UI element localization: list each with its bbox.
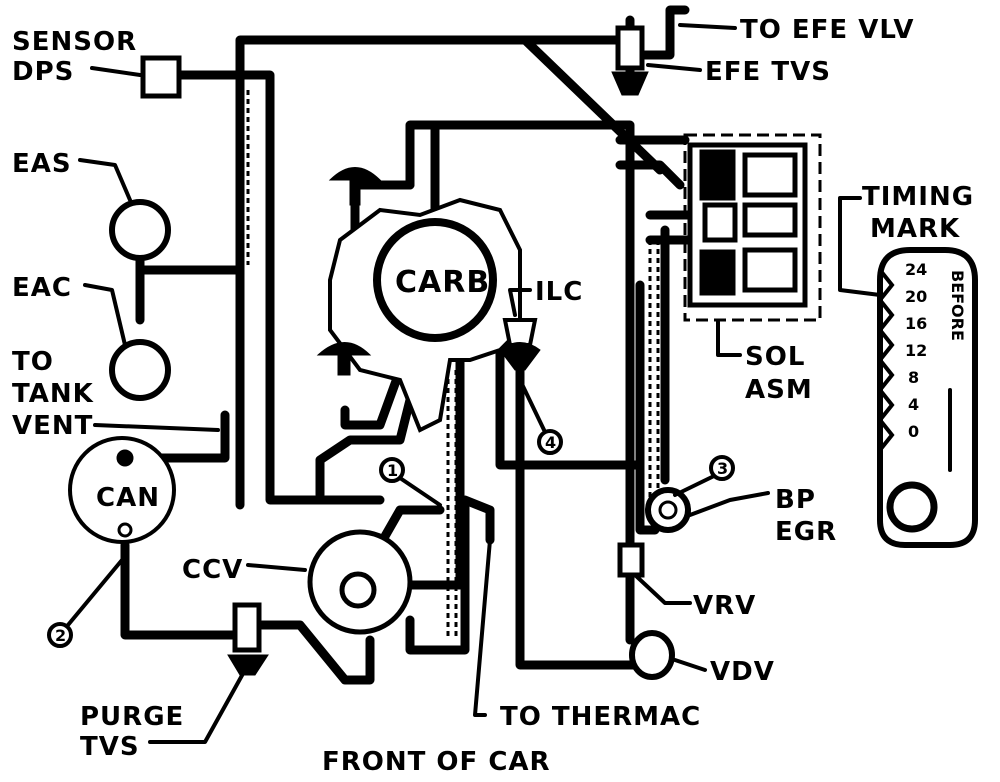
timing-mark-plate: [877, 247, 978, 548]
callout-1: 1: [379, 457, 442, 507]
timing-scale-8: 8: [908, 368, 919, 387]
label-asm: ASM: [745, 375, 813, 405]
label-ccv: CCV: [182, 555, 243, 585]
label-to-thermac: TO THERMAC: [500, 702, 701, 732]
eac-valve: [109, 339, 171, 401]
purge-tvs-valve: [227, 602, 269, 676]
label-egr: EGR: [775, 517, 837, 547]
label-vent: VENT: [12, 411, 93, 441]
label-dps: DPS: [12, 57, 74, 87]
sensor-dps-box: [140, 55, 182, 99]
timing-before-label: BEFORE: [948, 270, 967, 341]
bp-egr-valve: [645, 487, 691, 533]
label-vrv: VRV: [693, 591, 756, 621]
vrv-valve: [617, 542, 645, 578]
label-eac: EAC: [12, 273, 72, 303]
label-bp: BP: [775, 485, 816, 515]
callout-4: 4: [518, 378, 563, 455]
label-to-efe-vlv: TO EFE VLV: [740, 15, 914, 45]
label-sol: SOL: [745, 342, 805, 372]
svg-text:2: 2: [55, 626, 66, 645]
label-tank: TANK: [12, 379, 94, 409]
label-efe-tvs: EFE TVS: [705, 57, 831, 87]
label-to-tank: TO: [12, 347, 54, 377]
callout-3: 3: [673, 455, 735, 497]
svg-text:4: 4: [545, 433, 556, 452]
eas-valve: [109, 199, 171, 261]
label-timing: TIMING: [862, 182, 974, 212]
solenoid-assembly: [683, 133, 822, 322]
svg-text:3: 3: [717, 459, 728, 478]
label-ilc: ILC: [535, 277, 583, 307]
leader-lines: [78, 23, 882, 744]
label-eas: EAS: [12, 149, 72, 179]
timing-scale-20: 20: [905, 287, 927, 306]
carburetor: [316, 167, 522, 433]
label-front-of-car: FRONT OF CAR: [322, 747, 551, 777]
ilc-valve: [499, 318, 541, 371]
label-can: CAN: [96, 483, 160, 513]
label-vdv: VDV: [710, 657, 775, 687]
label-carb: CARB: [395, 265, 490, 300]
charcoal-canister: [68, 436, 176, 544]
label-sensor: SENSOR: [12, 27, 137, 57]
timing-scale-16: 16: [905, 314, 927, 333]
timing-scale-0: 0: [908, 422, 919, 441]
timing-scale-12: 12: [905, 341, 927, 360]
efe-tvs-valve: [611, 25, 649, 96]
vdv-valve: [629, 630, 675, 680]
label-purge-tvs: TVS: [80, 732, 140, 762]
svg-text:1: 1: [387, 461, 398, 480]
callout-2: 2: [47, 558, 124, 648]
hatched-hoses: [246, 90, 660, 640]
timing-scale-24: 24: [905, 260, 927, 279]
label-mark: MARK: [870, 214, 960, 244]
label-purge: PURGE: [80, 702, 184, 732]
timing-scale-4: 4: [908, 395, 919, 414]
